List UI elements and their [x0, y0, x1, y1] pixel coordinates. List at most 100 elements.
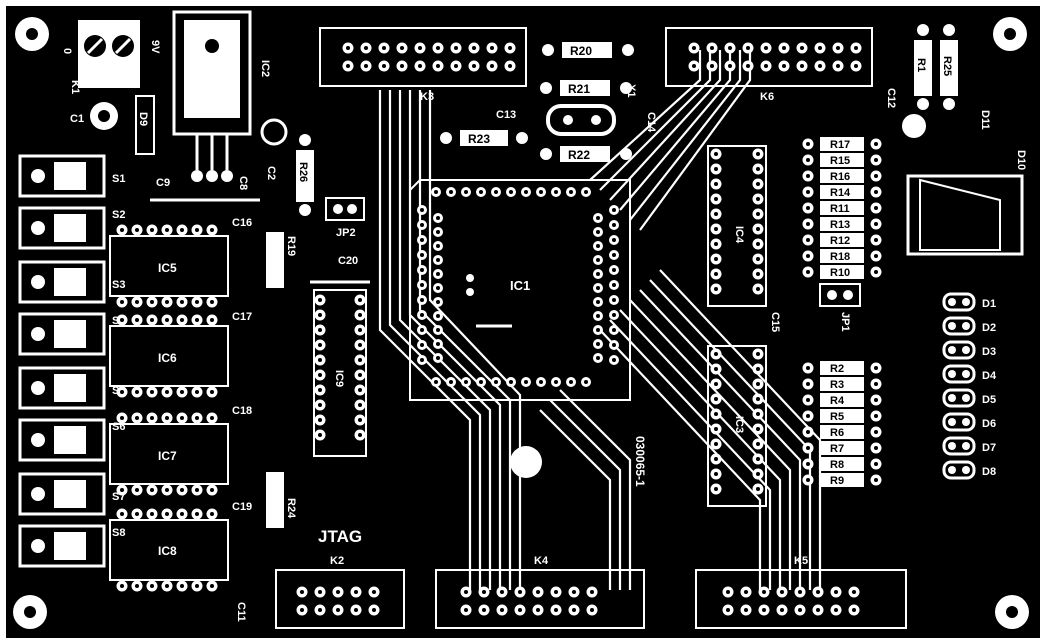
- c12-label: C12: [885, 88, 897, 108]
- led-label: D6: [982, 418, 996, 430]
- r25-label: R25: [941, 56, 953, 76]
- k4-label: K4: [534, 555, 549, 567]
- r19-label: R19: [285, 236, 297, 256]
- resistor-banks: R17R15R16R14R11R13R12R18R10R2R3R4R5R6R7R…: [802, 137, 882, 487]
- resistor-r23: R23: [440, 130, 528, 146]
- header-k4: K4: [435, 555, 645, 629]
- c16-label: C16: [232, 217, 252, 229]
- k6-label: K6: [760, 91, 774, 103]
- resistor-label: R18: [830, 251, 850, 263]
- ic3-label: IC3: [733, 416, 745, 433]
- ic9-label: IC9: [333, 370, 345, 387]
- ic6: IC6: [109, 325, 229, 387]
- resistor-label: R10: [830, 267, 850, 279]
- resistor-label: R14: [830, 187, 851, 199]
- switch-label: S1: [112, 173, 125, 185]
- ic9: IC9: [313, 289, 367, 457]
- c9-label: C9: [156, 177, 170, 189]
- resistor-label: R15: [830, 155, 850, 167]
- led-label: D8: [982, 466, 996, 478]
- r21-label: R21: [568, 82, 590, 96]
- resistor-label: R9: [830, 475, 844, 487]
- switch-column: S1S2S3S4S5S6S7S8: [18, 154, 126, 568]
- resistor-label: R4: [830, 395, 845, 407]
- ic7-label: IC7: [158, 449, 177, 463]
- ic5: IC5: [109, 235, 229, 297]
- resistor-label: R16: [830, 171, 850, 183]
- r20-label: R20: [570, 44, 592, 58]
- led-label: D1: [982, 298, 996, 310]
- d11-label: D11: [979, 110, 991, 130]
- board-id-label: 030065-1: [633, 436, 647, 487]
- r26-label: R26: [297, 162, 309, 182]
- resistor-label: R7: [830, 443, 844, 455]
- ic8-label: IC8: [158, 544, 177, 558]
- resistor-label: R17: [830, 139, 850, 151]
- resistor-r19: R19: [266, 232, 297, 288]
- r23-label: R23: [468, 132, 490, 146]
- c14-label: C14: [645, 112, 657, 133]
- resistor-r1: R1: [914, 24, 932, 110]
- capacitors: C1 C2 C8 C9 C11 C12 C13 C14 C15 C16 C17 …: [70, 88, 926, 622]
- resistor-r25: R25: [940, 24, 958, 110]
- x1-label: X1: [625, 84, 637, 97]
- jp1-label: JP1: [839, 312, 851, 332]
- d9-label: D9: [137, 112, 149, 126]
- resistor-label: R12: [830, 235, 850, 247]
- led-label: D3: [982, 346, 996, 358]
- c13-label: C13: [496, 109, 516, 121]
- r1-label: R1: [915, 58, 927, 72]
- mounting-holes: [13, 17, 1029, 629]
- led-label: D5: [982, 394, 996, 406]
- jp2-label: JP2: [336, 227, 356, 239]
- crystal-x1: X1: [546, 84, 637, 136]
- c2-label: C2: [265, 166, 277, 180]
- resistor-label: R8: [830, 459, 844, 471]
- ic2-label: IC2: [259, 60, 271, 77]
- c18-label: C18: [232, 405, 252, 417]
- resistor-r26: R26: [296, 134, 314, 216]
- ic7: IC7: [109, 423, 229, 485]
- r22-label: R22: [568, 148, 590, 162]
- resistor-label: R13: [830, 219, 850, 231]
- header-k6: K6: [665, 27, 873, 103]
- led-label: D4: [982, 370, 997, 382]
- switch-label: S3: [112, 279, 125, 291]
- ic3: IC3: [707, 345, 767, 507]
- switch-label: S8: [112, 527, 125, 539]
- ic8: IC8: [109, 519, 229, 581]
- resistor-label: R3: [830, 379, 844, 391]
- resistor-label: R5: [830, 411, 844, 423]
- c20-label: C20: [338, 255, 358, 267]
- c19-label: C19: [232, 501, 252, 513]
- c17-label: C17: [232, 311, 252, 323]
- ic5-label: IC5: [158, 261, 177, 275]
- led-label: D7: [982, 442, 996, 454]
- k3-label: K3: [420, 91, 434, 103]
- resistor-label: R6: [830, 427, 844, 439]
- ic4-label: IC4: [733, 226, 745, 244]
- resistor-label: R2: [830, 363, 844, 375]
- power-connector-k1: K1 0 9V: [61, 20, 161, 94]
- k1-9v-label: 9V: [149, 40, 161, 54]
- c8-label: C8: [237, 176, 249, 190]
- ic4: IC4: [707, 145, 767, 307]
- c15-label: C15: [769, 312, 781, 332]
- r24-label: R24: [285, 498, 297, 519]
- resistor-r22: R22: [540, 146, 632, 162]
- resistor-r24: R24: [266, 472, 297, 528]
- k1-zero-label: 0: [61, 48, 73, 54]
- resistor-r21: R21: [540, 80, 632, 96]
- regulator-ic2: IC2: [172, 10, 271, 182]
- jtag-label: JTAG: [318, 527, 362, 546]
- ic1-label: IC1: [510, 278, 530, 293]
- k2-label: K2: [330, 555, 344, 567]
- trace-bus: [378, 50, 822, 590]
- ic1-plcc: IC1: [409, 179, 631, 401]
- header-k3: K3: [319, 27, 527, 103]
- k1-label: K1: [69, 80, 81, 94]
- switch-label: S2: [112, 209, 125, 221]
- header-k2: K2 JTAG: [275, 527, 405, 629]
